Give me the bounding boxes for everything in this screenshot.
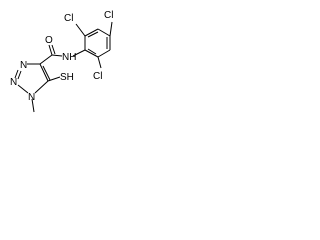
triazole-ring bbox=[14, 63, 51, 94]
bond-tri-n2-n3-double bbox=[17, 70, 22, 80]
aryl-ring bbox=[84, 28, 111, 58]
atom-n-mid: N bbox=[10, 77, 17, 88]
bond-ring-double-1 bbox=[87, 31, 99, 38]
atom-n-top: N bbox=[20, 60, 27, 71]
bond-tri-n1-n2 bbox=[17, 84, 29, 94]
bond-cl-top bbox=[109, 21, 113, 37]
bond-ring-2 bbox=[97, 28, 111, 37]
bond-ring-4 bbox=[97, 49, 111, 58]
bond-carbonyl-o-1 bbox=[48, 44, 53, 56]
bond-carbonyl-o-2 bbox=[51, 44, 56, 55]
atom-cl-top: Cl bbox=[104, 10, 113, 21]
bond-nh-carbonyl bbox=[51, 54, 63, 57]
bond-tri-c4-c5-double bbox=[42, 65, 51, 81]
bond-ring-nh bbox=[72, 49, 86, 57]
bond-ring-5 bbox=[84, 49, 99, 58]
bond-ring-1 bbox=[84, 28, 99, 37]
atom-nh: NH bbox=[62, 52, 76, 63]
bond-cl-left bbox=[75, 23, 86, 37]
bond-tri-c4-c5 bbox=[39, 63, 49, 82]
bond-ring-double-3 bbox=[87, 48, 97, 55]
bond-tri-c5-n1 bbox=[34, 80, 49, 94]
bond-c5-sh bbox=[47, 76, 61, 82]
bond-cl-right bbox=[97, 56, 102, 69]
bond-carbonyl-triazole bbox=[39, 54, 53, 65]
atom-cl-right: Cl bbox=[93, 71, 102, 82]
atom-oxygen: O bbox=[45, 35, 53, 46]
atom-cl-left: Cl bbox=[64, 13, 73, 24]
bond-n1-methyl bbox=[31, 98, 35, 113]
bond-tri-n2-n3 bbox=[14, 69, 19, 79]
atom-n-bottom: N bbox=[28, 92, 35, 103]
atom-sh: SH bbox=[60, 72, 74, 83]
chemical-structure-diagram: Cl Cl Cl NH O N N N SH bbox=[10, 10, 113, 113]
